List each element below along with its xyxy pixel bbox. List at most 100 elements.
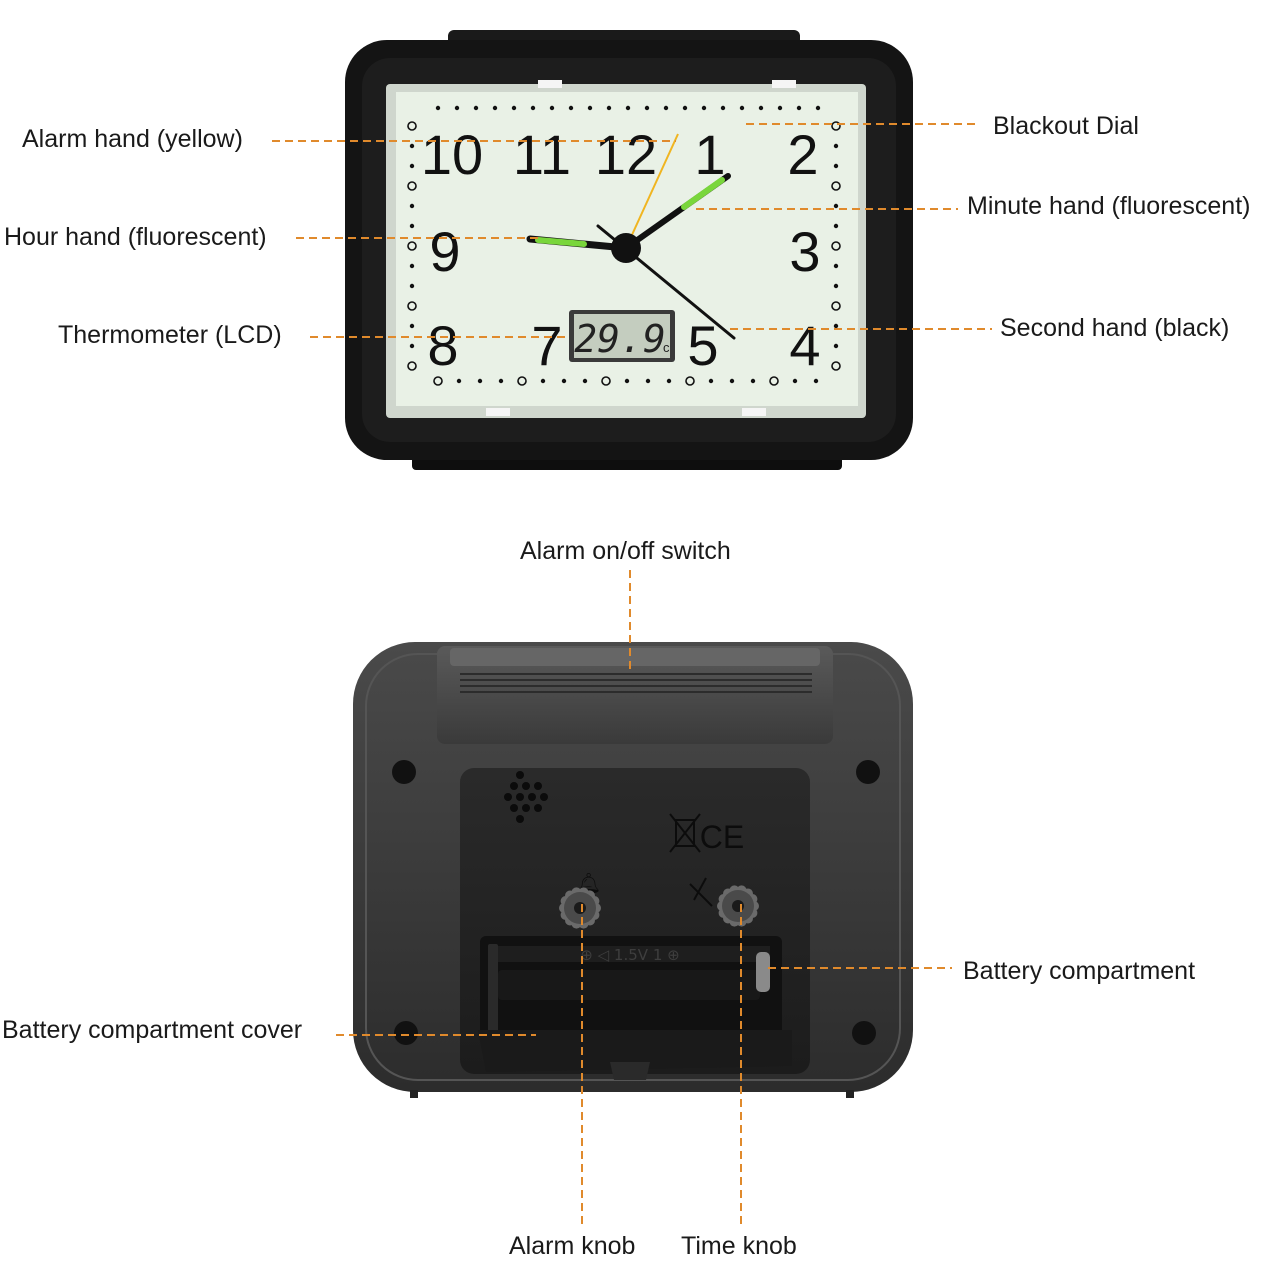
screw-hole-bottom-right (852, 1021, 876, 1045)
minute-marker (720, 105, 726, 111)
numeral-8: 8 (427, 314, 458, 377)
minute-marker (625, 105, 631, 111)
minute-marker (409, 283, 415, 289)
minute-marker (833, 323, 839, 329)
lcd-unit: c (663, 340, 670, 355)
minute-marker (792, 378, 798, 384)
dial-clip-left (486, 408, 510, 416)
minute-marker (582, 378, 588, 384)
minute-marker (708, 378, 714, 384)
minute-marker (831, 301, 841, 311)
minute-marker (407, 301, 417, 311)
minute-marker (815, 105, 821, 111)
battery-cover-tab[interactable] (610, 1062, 650, 1080)
minute-marker (456, 378, 462, 384)
minute-marker (601, 376, 611, 386)
foot-right (846, 1090, 854, 1098)
dial-clip-top-left (538, 80, 562, 88)
alarm-switch-ridges (460, 673, 812, 693)
time-knob-group[interactable] (689, 877, 759, 927)
minute-markers (407, 105, 841, 386)
label-alarm-switch: Alarm on/off switch (520, 537, 731, 565)
minute-marker (409, 163, 415, 169)
minute-marker (517, 376, 527, 386)
minute-marker (407, 241, 417, 251)
back-clock: CE 🔔︎ ⊕ ◁ 1.5V 1 ⊕ (353, 642, 913, 1098)
minute-marker (409, 143, 415, 149)
numeral-7: 7 (531, 314, 562, 377)
battery-bay-rail (494, 946, 770, 962)
minute-marker (833, 263, 839, 269)
minute-marker (796, 105, 802, 111)
minute-marker (831, 121, 841, 131)
minute-marker (409, 203, 415, 209)
label-battery-compartment: Battery compartment (963, 957, 1196, 985)
label-time-knob: Time knob (681, 1232, 797, 1260)
time-knob[interactable] (717, 885, 759, 927)
numeral-1: 1 (694, 123, 725, 186)
minute-marker (530, 105, 536, 111)
ce-mark: CE (700, 819, 744, 855)
alarm-switch-bar[interactable] (437, 646, 833, 744)
numeral-3: 3 (789, 220, 820, 283)
battery-cover-panel[interactable] (478, 1030, 792, 1072)
minute-marker (769, 376, 779, 386)
minute-marker (454, 105, 460, 111)
minute-marker (833, 283, 839, 289)
minute-marker (435, 105, 441, 111)
minute-marker (606, 105, 612, 111)
knob-hub (574, 902, 586, 914)
minute-marker (833, 163, 839, 169)
minute-marker (685, 376, 695, 386)
alarm-knob-group[interactable]: 🔔︎ (559, 871, 601, 929)
front-clock: 10 11 12 1 2 3 4 5 7 8 9 29.9 c (345, 30, 913, 470)
minute-marker (750, 378, 756, 384)
screw-hole-bottom-left (394, 1021, 418, 1045)
screw-hole-top-left (392, 760, 416, 784)
minute-marker (498, 378, 504, 384)
alarm-hand (625, 133, 679, 249)
minute-hand-lume (681, 177, 725, 210)
minute-marker (407, 361, 417, 371)
numeral-2: 2 (787, 123, 818, 186)
foot-left (410, 1090, 418, 1098)
numeral-10: 10 (421, 123, 483, 186)
minute-marker (645, 378, 651, 384)
speaker-grille (504, 771, 548, 823)
label-second-hand: Second hand (black) (1000, 314, 1230, 342)
minute-marker (587, 105, 593, 111)
knob-hub (732, 900, 744, 912)
battery-cover[interactable] (478, 1030, 792, 1080)
minute-marker (407, 121, 417, 131)
minute-marker (833, 343, 839, 349)
minute-marker (663, 105, 669, 111)
screw-hole-top-right (856, 760, 880, 784)
minute-marker (831, 361, 841, 371)
minute-marker (833, 143, 839, 149)
alarm-switch-top (450, 648, 820, 666)
minute-marker (409, 323, 415, 329)
battery-polarity-marking: ⊕ ◁ 1.5V 1 ⊕ (580, 946, 679, 964)
minute-marker (561, 378, 567, 384)
minute-marker (473, 105, 479, 111)
alarm-switch[interactable] (437, 646, 833, 744)
hand-hub (611, 233, 641, 263)
minute-marker (666, 378, 672, 384)
minute-marker (644, 105, 650, 111)
label-blackout-dial: Blackout Dial (993, 112, 1139, 140)
alarm-knob[interactable] (559, 887, 601, 929)
minute-marker (433, 376, 443, 386)
dial-clip-top-right (772, 80, 796, 88)
lcd-temperature: 29.9 (574, 317, 666, 361)
clock-hands-icon (689, 877, 713, 907)
lcd-thermometer: 29.9 c (569, 310, 675, 362)
weee-icon (669, 813, 701, 853)
battery-bay-wall (488, 944, 498, 1036)
battery-slot (498, 970, 760, 1000)
minute-marker (407, 181, 417, 191)
minute-marker (492, 105, 498, 111)
minute-marker (409, 343, 415, 349)
label-thermometer: Thermometer (LCD) (58, 321, 282, 349)
minute-marker (540, 378, 546, 384)
